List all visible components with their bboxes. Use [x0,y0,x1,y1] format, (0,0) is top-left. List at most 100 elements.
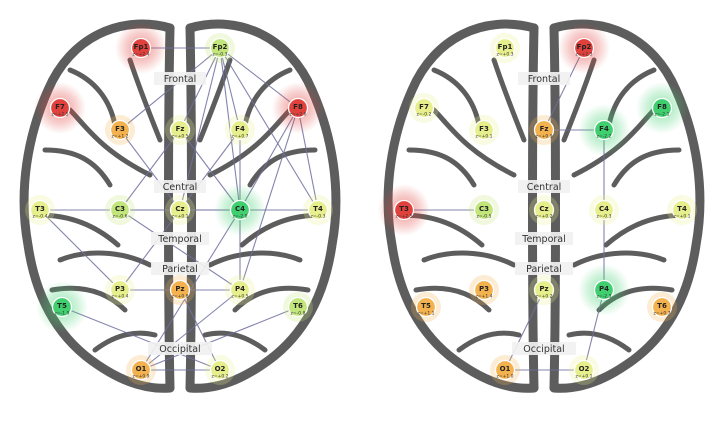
lobe-label-bg [151,262,209,275]
lobe-label-frontal: Frontal [154,72,206,85]
electrode-zscore: z=+2.5 [395,214,412,220]
electrode-zscore: z=+0.7 [231,134,248,140]
electrode-zscore: z=-0.6 [113,214,128,220]
electrode-zscore: z=+0.9 [132,374,149,380]
electrode-label: Fp1 [498,43,513,51]
lobe-label-bg [515,262,573,275]
electrode-f4[interactable]: F4z=-2.2 [578,104,630,156]
electrode-f7[interactable]: F7z=-0.2 [409,93,439,123]
electrode-t4[interactable]: T4z=-0.3 [303,195,333,225]
lobe-label-frontal: Frontal [518,72,570,85]
electrode-t3[interactable]: T3z=-0.4 [25,195,55,225]
electrode-o2[interactable]: O2z=+0.2 [205,355,235,385]
electrode-f8[interactable]: F8z=-2.1 [636,82,688,134]
connection-fp2-f4 [219,47,241,131]
electrode-zscore: z=+1.2 [111,134,128,140]
electrode-zscore: z=-2.2 [597,134,612,140]
lobe-label-bg [154,72,206,85]
electrodes-right: Fp1z=+0.3Fp2z=+2.3F7z=-0.2F3z=+0.1Fzz=+0… [378,22,697,385]
electrode-t5[interactable]: T5z=-1.9 [36,281,88,333]
electrode-dot [494,37,516,59]
electrode-c4[interactable]: C4z=-2.0 [214,184,266,236]
electrode-dot [169,119,191,141]
electrode-p3[interactable]: P3z=+0.4 [105,275,135,305]
electrode-f3[interactable]: F3z=+0.1 [469,115,499,145]
electrode-pz[interactable]: Pzz=+0.8 [165,275,195,305]
electrode-f8[interactable]: F8z=+2.6 [272,82,324,134]
lobe-label-text: Frontal [528,74,561,85]
lobe-label-parietal: Parietal [515,262,573,275]
electrode-c4[interactable]: C4z=-0.3 [589,195,619,225]
electrode-dot [209,359,231,381]
electrode-zscore: z=+1.0 [496,374,513,380]
electrode-zscore: z=+0.1 [171,214,188,220]
electrode-o1[interactable]: O1z=+0.9 [126,355,156,385]
electrode-dot [473,279,495,301]
electrode-cz[interactable]: Czz=+0.2 [529,195,559,225]
lobe-label-central: Central [154,180,206,193]
electrode-t4[interactable]: T4z=+0.1 [667,195,697,225]
electrode-c3[interactable]: C3z=-0.5 [469,195,499,225]
electrode-dot [169,279,191,301]
electrode-label: T6 [657,302,667,310]
connection-fp2-t4 [219,47,319,211]
electrode-dot [533,199,555,221]
electrode-label: T5 [57,302,67,310]
electrode-f4[interactable]: F4z=+0.7 [225,115,255,145]
electrode-zscore: z=+0.7 [653,311,670,317]
electrode-label: C4 [235,205,245,213]
electrode-dot [393,199,415,221]
electrode-fz[interactable]: Fzz=+0.5 [165,115,195,145]
electrode-label: F3 [479,125,489,133]
lobe-label-central: Central [518,180,570,193]
electrode-t6[interactable]: T6z=+0.7 [647,292,677,322]
electrode-o1[interactable]: O1z=+1.0 [490,355,520,385]
electrode-dot [287,296,309,318]
electrode-zscore: z=+0.1 [673,214,690,220]
electrode-label: Fp2 [213,43,228,51]
electrode-t5[interactable]: T5z=+1.1 [411,292,441,322]
electrode-p4[interactable]: P4z=-2.3 [578,264,630,316]
electrode-label: C3 [115,205,125,213]
electrode-f3[interactable]: F3z=+1.2 [105,115,135,145]
electrode-dot [473,119,495,141]
electrode-fz[interactable]: Fzz=+0.9 [529,115,559,145]
electrode-dot [533,279,555,301]
lobe-label-text: Central [163,182,198,193]
electrode-zscore: z=-1.9 [55,311,70,317]
electrode-pz[interactable]: Pzz=+0.2 [529,275,559,305]
connection-fp2-f3 [119,47,221,131]
electrode-t6[interactable]: T6z=-0.8 [283,292,313,322]
electrode-label: F7 [55,103,65,111]
electrode-zscore: z=+0.8 [171,294,188,300]
electrode-label: C3 [479,205,489,213]
electrode-dot [109,279,131,301]
electrode-zscore: z=+0.2 [535,294,552,300]
electrode-zscore: z=+2.5 [51,112,68,118]
connection-t6-o1 [140,306,299,371]
electrode-dot [573,359,595,381]
electrode-label: Pz [175,285,184,293]
electrode-label: F4 [599,125,609,133]
electrode-dot [49,97,71,119]
electrode-p3[interactable]: P3z=+1.4 [469,275,499,305]
electrode-c3[interactable]: C3z=-0.6 [105,195,135,225]
electrode-cz[interactable]: Czz=+0.1 [165,195,195,225]
electrode-t3[interactable]: T3z=+2.5 [378,184,430,236]
electrode-f7[interactable]: F7z=+2.5 [34,82,86,134]
electrode-o2[interactable]: O2z=+0.1 [569,355,599,385]
electrode-zscore: z=+2.6 [289,112,306,118]
electrode-dot [494,359,516,381]
electrode-dot [671,199,693,221]
lobe-label-bg [148,342,212,355]
electrode-label: T4 [313,205,323,213]
electrode-p4[interactable]: P4z=+0.5 [225,275,255,305]
electrode-zscore: z=-0.5 [477,214,492,220]
electrode-label: T3 [35,205,45,213]
